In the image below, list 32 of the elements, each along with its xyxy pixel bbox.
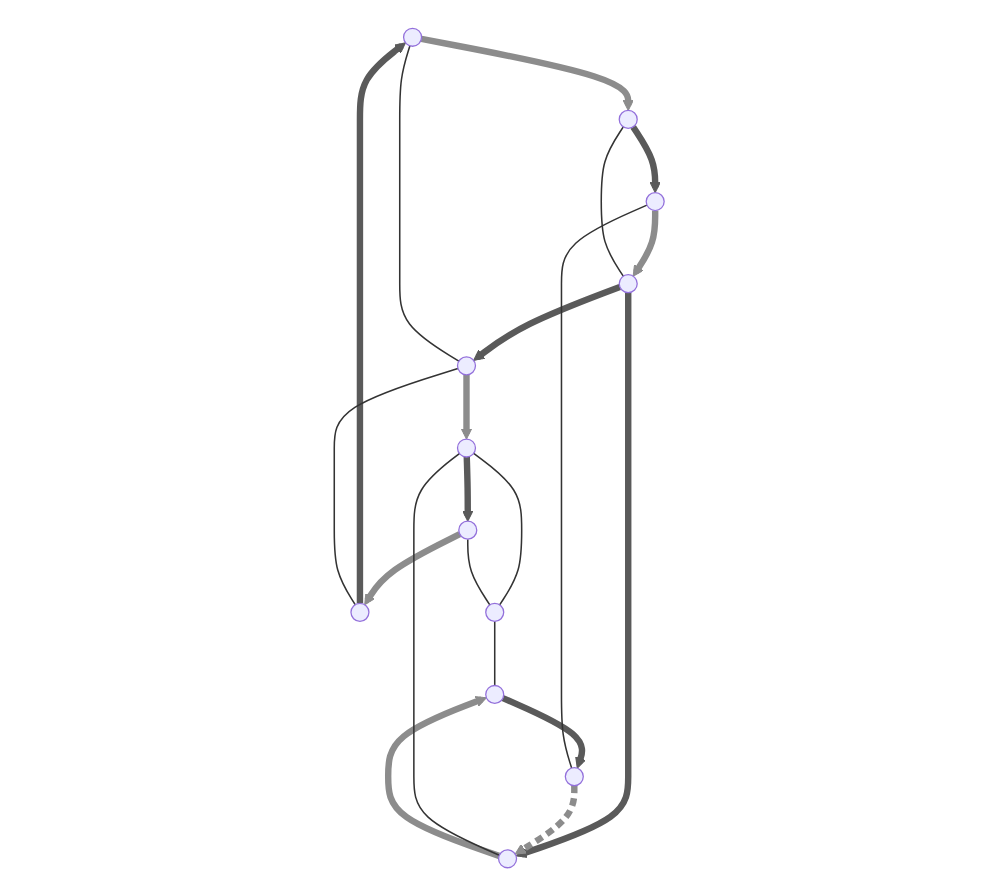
node-point bbox=[645, 191, 665, 212]
arrow bbox=[356, 42, 406, 604]
arrow bbox=[420, 35, 634, 111]
arrow bbox=[384, 696, 500, 859]
connector bbox=[560, 204, 648, 769]
node-point bbox=[564, 766, 584, 787]
connector bbox=[600, 126, 624, 277]
arrow bbox=[472, 283, 621, 361]
connector bbox=[333, 367, 459, 606]
arrow bbox=[630, 125, 661, 194]
arrow bbox=[460, 374, 472, 440]
arrow bbox=[501, 695, 586, 769]
arrow bbox=[461, 456, 474, 522]
node-point bbox=[457, 520, 478, 540]
connector bbox=[412, 452, 500, 856]
arrow bbox=[514, 785, 578, 855]
node-point bbox=[618, 274, 638, 294]
node-point bbox=[618, 109, 638, 129]
node-point bbox=[484, 684, 505, 705]
connector bbox=[493, 620, 496, 687]
connector bbox=[398, 45, 460, 362]
node-point bbox=[484, 602, 505, 622]
connector bbox=[466, 538, 491, 606]
arrow bbox=[632, 210, 659, 277]
arrow bbox=[515, 292, 632, 858]
connector bbox=[472, 452, 523, 606]
node-point bbox=[497, 849, 517, 869]
node-point bbox=[402, 27, 422, 47]
node-point bbox=[456, 438, 476, 458]
node-point bbox=[350, 602, 370, 622]
arrow bbox=[363, 531, 461, 606]
node-point bbox=[456, 356, 476, 376]
